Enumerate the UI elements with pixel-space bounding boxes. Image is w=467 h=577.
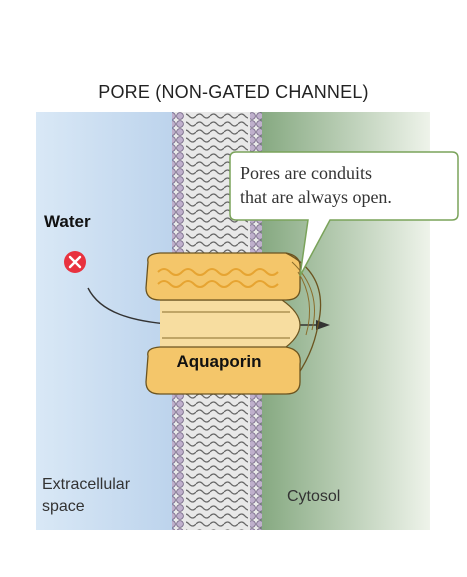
extracellular-line-2: space [42,498,85,515]
callout-box [229,151,459,277]
water-label: Water [44,212,91,231]
aquaporin-protein [145,252,322,395]
aquaporin-label: Aquaporin [176,352,262,371]
callout-line-1: Pores are conduits [240,163,372,183]
extracellular-label: Extracellular space [42,474,130,518]
diagram-title: PORE (NON-GATED CHANNEL) [98,82,369,102]
extracellular-line-1: Extracellular [42,476,131,493]
extracellular-region [36,112,176,530]
cytosol-label: Cytosol [287,488,341,505]
callout-line-2: that are always open. [240,187,392,207]
water-molecule-icon [64,251,86,273]
callout-text: Pores are conduits that are always open. [240,161,454,209]
